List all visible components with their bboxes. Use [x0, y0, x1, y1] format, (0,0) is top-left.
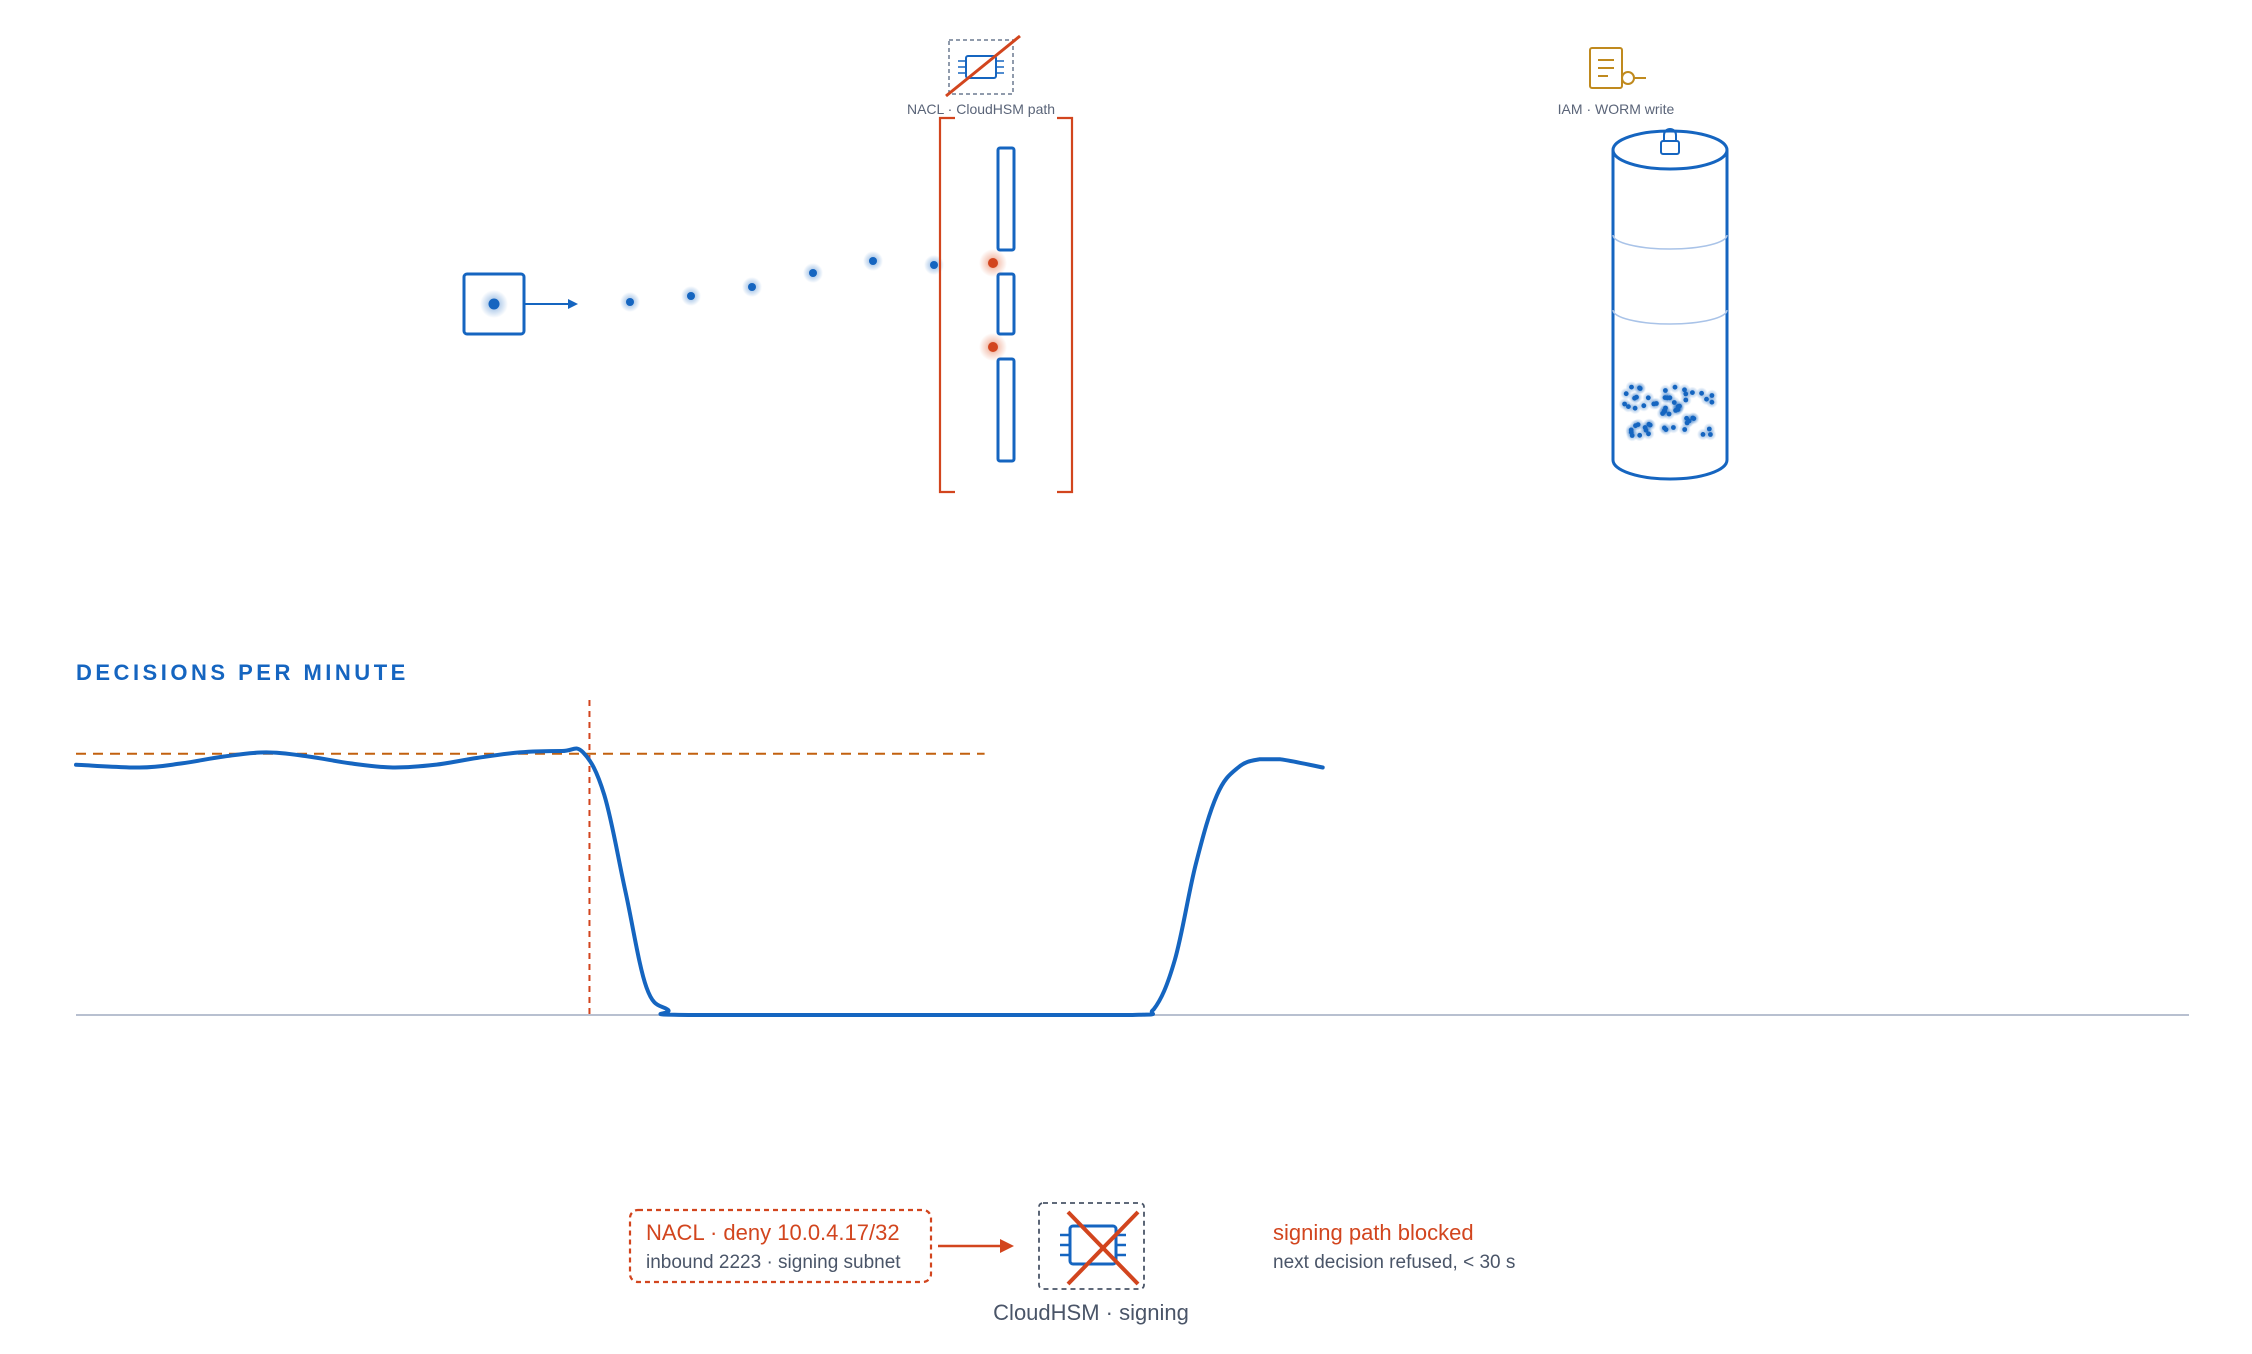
iam-label: IAM · WORM write [1558, 101, 1675, 117]
flow-diagram: NACL · CloudHSM path [462, 34, 1729, 494]
cloudhsm-target[interactable] [1038, 1202, 1145, 1290]
nacl-boundary [938, 116, 1074, 494]
stored-record-dot [1663, 405, 1668, 411]
stored-record-dot [1671, 425, 1676, 430]
gate-segment [996, 146, 1016, 252]
decisions-chart: DECISIONS PER MINUTE [74, 660, 2189, 1018]
blocked-strike [945, 34, 1021, 98]
packet [620, 292, 640, 312]
nacl-rule-card[interactable]: NACL · deny 10.0.4.17/32 inbound 2223 · … [628, 1208, 933, 1284]
stored-record-dot [1622, 401, 1627, 407]
stored-record-dot [1664, 395, 1670, 401]
stored-record-dot [1641, 403, 1647, 409]
stored-record-dot [1706, 426, 1712, 432]
packet [863, 251, 883, 271]
gate-segment [996, 357, 1016, 463]
lock-icon [1660, 128, 1680, 155]
nacl-rule-title: NACL · deny 10.0.4.17/32 [646, 1220, 900, 1245]
stored-records [1618, 381, 1718, 442]
packet [803, 263, 823, 283]
status-title: signing path blocked [1273, 1220, 1474, 1245]
stored-record-dot [1645, 395, 1651, 401]
stored-record-dot [1642, 425, 1648, 430]
nacl-gate [996, 146, 1016, 463]
stored-record-dot [1682, 427, 1688, 432]
source-node-icon [488, 298, 500, 310]
chart-title: DECISIONS PER MINUTE [76, 660, 409, 685]
iam-policy-icon [1589, 47, 1646, 89]
stored-record-dot [1637, 385, 1642, 391]
source-arrow-head [568, 299, 578, 309]
packet-stream [620, 251, 944, 312]
stored-record-dot [1675, 407, 1681, 412]
stored-record-dot [1683, 397, 1689, 403]
stored-record-dot [1663, 427, 1669, 432]
stored-record-dot [1634, 394, 1639, 400]
stored-record-dot [1672, 384, 1678, 390]
stored-record-dot [1700, 432, 1706, 437]
nacl-rule-detail: inbound 2223 · signing subnet [646, 1252, 901, 1273]
source-node [462, 272, 526, 336]
worm-storage-cylinder-icon [1611, 128, 1729, 481]
packet [742, 277, 762, 297]
hsm-blocked-icon [945, 34, 1021, 98]
rejected-packet [979, 333, 1007, 361]
rejected-packet [979, 249, 1007, 277]
packet [681, 286, 701, 306]
stored-record-dot [1690, 390, 1695, 395]
alert-strip: NACL · deny 10.0.4.17/32 inbound 2223 · … [628, 1202, 1515, 1325]
stored-record-dot [1633, 423, 1638, 429]
stored-record-dot [1637, 432, 1643, 438]
stored-record-dot [1623, 391, 1629, 397]
cloudhsm-label: CloudHSM · signing [993, 1300, 1189, 1325]
gate-segment [996, 272, 1016, 336]
stored-record-dot [1699, 390, 1704, 396]
status-detail: next decision refused, < 30 s [1273, 1252, 1515, 1273]
stored-record-dot [1629, 384, 1634, 390]
block-arrow-head [1000, 1239, 1014, 1253]
stored-record-dot [1651, 401, 1657, 407]
stored-record-dot [1686, 418, 1692, 424]
series-line [74, 746, 1325, 1018]
stored-record-dot [1663, 388, 1668, 393]
blocked-x-icon [1066, 1210, 1140, 1286]
stored-record-dot [1629, 433, 1635, 438]
nacl-path-label: NACL · CloudHSM path [907, 101, 1055, 117]
